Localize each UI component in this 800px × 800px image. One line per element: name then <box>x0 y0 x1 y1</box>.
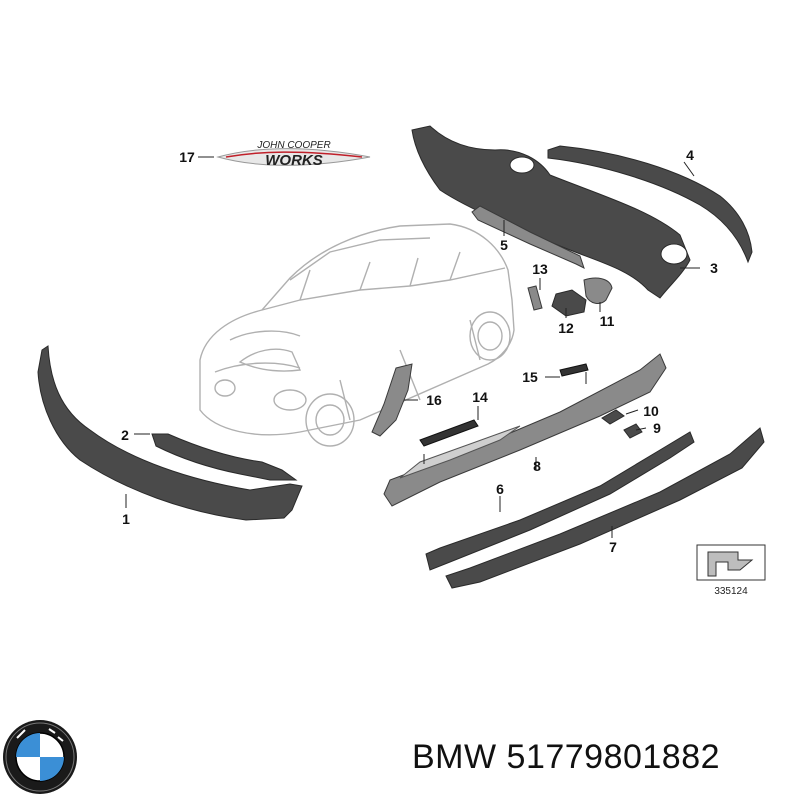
part-front-lip <box>37 345 303 521</box>
part-bracket <box>471 205 585 269</box>
part-door-trim <box>371 363 413 437</box>
callout-9: 9 <box>653 420 661 436</box>
part-clip-9 <box>623 423 643 439</box>
part-front-strip <box>151 433 298 481</box>
diffuser-exhaust-left <box>509 156 535 174</box>
callout-3: 3 <box>710 260 718 276</box>
emblem-text-top: JOHN COOPER <box>256 140 330 151</box>
part-rear-diffuser <box>411 125 691 299</box>
callout-1: 1 <box>122 511 130 527</box>
diffuser-exhaust-right <box>660 243 688 265</box>
part-clip-10 <box>601 409 625 425</box>
car-outline <box>199 223 515 447</box>
part-side-skirt-upper <box>425 431 695 571</box>
callout-2: 2 <box>121 427 129 443</box>
part-entry-badge-15 <box>559 363 589 377</box>
part-side-skirt-lower <box>445 427 765 589</box>
part-entry-badge-14 <box>419 419 479 447</box>
callout-5: 5 <box>500 237 508 253</box>
callout-14: 14 <box>472 389 488 405</box>
footer-caption: BMW 51779801882 <box>412 738 721 776</box>
callout-12: 12 <box>558 320 574 336</box>
callout-16: 16 <box>426 392 442 408</box>
callout-10: 10 <box>643 403 659 419</box>
jcw-emblem: JOHN COOPER WORKS <box>216 140 371 169</box>
callout-11: 11 <box>600 313 615 329</box>
callout-4: 4 <box>686 147 694 163</box>
callout-6: 6 <box>496 481 504 497</box>
leader-lines <box>125 156 700 538</box>
reference-number: 335124 <box>714 586 748 597</box>
callout-15: 15 <box>522 369 538 385</box>
part-small-fittings <box>527 277 613 317</box>
callout-17: 17 <box>179 149 195 165</box>
callout-labels: 1 2 3 4 5 6 7 8 9 10 11 12 13 14 15 16 1… <box>121 147 718 555</box>
emblem-text-main: WORKS <box>265 152 323 169</box>
part-rear-upper-trim <box>547 145 753 264</box>
sill-insert <box>399 425 521 479</box>
callout-13: 13 <box>532 261 548 277</box>
callout-8: 8 <box>533 458 541 474</box>
reference-box: 335124 <box>696 544 766 597</box>
bmw-logo <box>3 720 77 794</box>
callout-7: 7 <box>609 539 617 555</box>
